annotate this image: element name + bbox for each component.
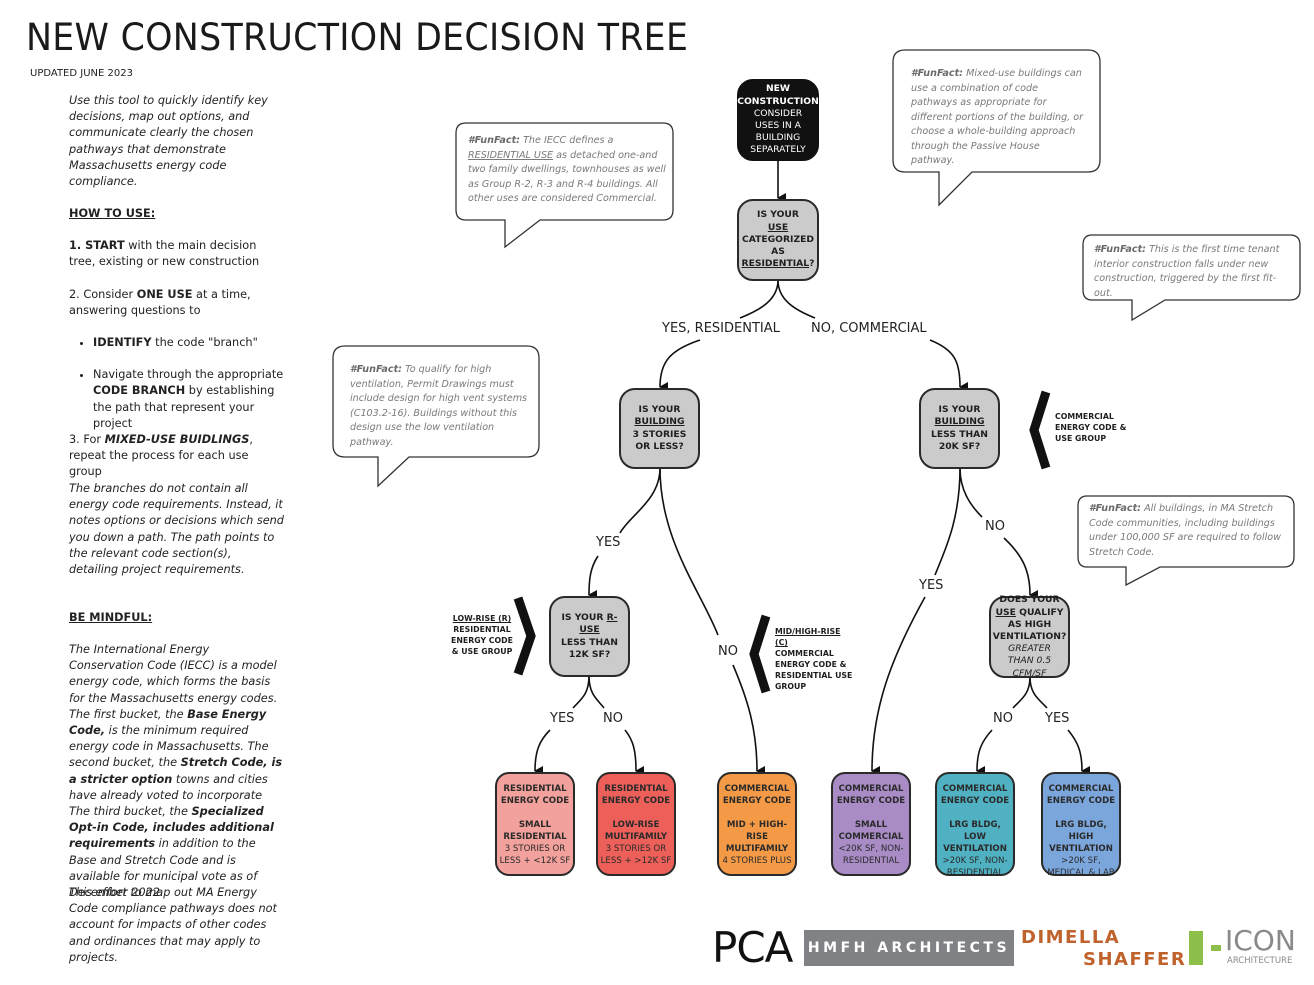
- funfact-mixed-use-text: #FunFact: Mixed-use buildings can use a …: [911, 68, 1084, 166]
- edge-label-yes: YES: [594, 535, 623, 550]
- updated-date: UPDATED JUNE 2023: [30, 68, 133, 79]
- logo-icon-mark: [1189, 931, 1221, 965]
- note-commercial-use-group: COMMERCIAL ENERGY CODE & USE GROUP: [1055, 412, 1127, 443]
- mindful-paragraph-1: The International Energy Conservation Co…: [69, 643, 283, 900]
- branches-note: The branches do not contain all energy c…: [69, 482, 284, 577]
- terminal-large-high-ventilation[interactable]: COMMERCIAL ENERGY CODE LRG BLDG, HIGH VE…: [1041, 772, 1121, 878]
- edge-label-no-commercial: NO, COMMERCIAL: [809, 321, 929, 336]
- edge-ruse-yes: [572, 675, 590, 709]
- logo-pca: PCA: [712, 923, 793, 972]
- edge-res-yes: [619, 467, 661, 534]
- funfact-stretch-bubble: [1077, 495, 1295, 587]
- page-title: NEW CONSTRUCTION DECISION TREE: [26, 16, 689, 59]
- logo-icon-text: ICON: [1225, 924, 1296, 957]
- chevron-midhigh-icon: [749, 614, 771, 694]
- terminal-small-commercial[interactable]: COMMERCIAL ENERGY CODE SMALL COMMERCIAL …: [831, 772, 911, 876]
- note-midhigh: MID/HIGH-RISE (C) COMMERCIAL ENERGY CODE…: [775, 627, 853, 691]
- mindful-paragraph-2: This effort to map out MA Energy Code co…: [69, 886, 277, 964]
- node-building-20k[interactable]: IS YOUR BUILDING LESS THAN 20K SF?: [919, 388, 1000, 469]
- edge-label-yes-residential: YES, RESIDENTIAL: [660, 321, 782, 336]
- edge-com-yes-2: [871, 596, 926, 777]
- node-use-residential[interactable]: IS YOUR USE CATEGORIZED AS RESIDENTIAL?: [737, 199, 819, 281]
- node-high-ventilation[interactable]: DOES YOUR USE QUALIFY AS HIGH VENTILATIO…: [989, 594, 1070, 679]
- edge-res-no: [659, 467, 719, 636]
- edge-vent-yes: [1029, 676, 1048, 709]
- edge-label-no: NO: [716, 644, 740, 659]
- chevron-commercial-icon: [1029, 390, 1051, 470]
- funfact-ventilation-bubble: [332, 345, 540, 488]
- chevron-lowrise-icon: [513, 596, 536, 676]
- terminal-large-low-ventilation[interactable]: COMMERCIAL ENERGY CODE LRG BLDG, LOW VEN…: [935, 772, 1015, 878]
- bullet-identify: IDENTIFY the code "branch": [93, 335, 284, 351]
- node-building-3-stories[interactable]: IS YOUR BUILDING 3 STORIES OR LESS?: [619, 388, 700, 469]
- edge-label-no: NO: [601, 711, 625, 726]
- how-to-heading: HOW TO USE:: [69, 207, 156, 220]
- edge-label-yes: YES: [917, 578, 946, 593]
- edge-ruse-no-2: [624, 729, 645, 776]
- edge-res-yes-2: [588, 555, 599, 601]
- step-1: 1. START with the main decision tree, ex…: [69, 239, 260, 269]
- step-2-bullets: IDENTIFY the code "branch" Navigate thro…: [69, 335, 284, 448]
- funfact-tenant-bubble: [1082, 234, 1301, 322]
- edge-label-no: NO: [991, 711, 1015, 726]
- funfact-stretch-text: #FunFact: All buildings, in MA Stretch C…: [1089, 503, 1281, 558]
- funfact-ventilation-text: #FunFact: To qualify for high ventilatio…: [350, 364, 528, 448]
- logo-hmfh: HMFH ARCHITECTS: [804, 930, 1014, 966]
- edge-com-yes: [934, 467, 961, 576]
- funfact-mixed-use-bubble: [892, 49, 1101, 207]
- edge-com-no-2: [1003, 537, 1039, 600]
- logo-icon-sub: ARCHITECTURE: [1227, 956, 1293, 966]
- edge-use-yes-2: [659, 339, 701, 393]
- edge-use-no: [777, 279, 816, 319]
- edge-ruse-no: [588, 675, 605, 709]
- logo-dimella-shaffer: DIMELLA SHAFFER: [1021, 927, 1187, 970]
- edge-use-yes: [739, 279, 779, 319]
- terminal-mid-high-rise-multifamily[interactable]: COMMERCIAL ENERGY CODE MID + HIGH-RISE M…: [717, 772, 797, 876]
- funfact-residential-text: #FunFact: The IECC defines a RESIDENTIAL…: [468, 135, 666, 204]
- edge-label-no: NO: [983, 519, 1007, 534]
- edge-vent-yes-2: [1067, 729, 1091, 776]
- edge-vent-no-2: [976, 729, 993, 777]
- funfact-tenant-text: #FunFact: This is the first time tenant …: [1094, 244, 1280, 299]
- edge-ruse-yes-2: [534, 729, 551, 777]
- funfact-residential-bubble: [455, 122, 674, 249]
- terminal-lowrise-multifamily[interactable]: RESIDENTIAL ENERGY CODE LOW-RISE MULTIFA…: [596, 772, 676, 876]
- edge-label-yes: YES: [1043, 711, 1072, 726]
- edge-label-yes: YES: [548, 711, 577, 726]
- intro-text: Use this tool to quickly identify key de…: [69, 94, 268, 189]
- node-ruse-12k[interactable]: IS YOUR R-USE LESS THAN 12K SF?: [549, 596, 630, 677]
- step-3: 3. For MIXED-USE BUIDLINGS, repeat the p…: [69, 433, 253, 479]
- terminal-small-residential[interactable]: RESIDENTIAL ENERGY CODE SMALL RESIDENTIA…: [495, 772, 575, 876]
- be-mindful-heading: BE MINDFUL:: [69, 611, 153, 624]
- edge-use-no-2: [929, 339, 969, 392]
- note-lowrise: LOW-RISE (R) RESIDENTIAL ENERGY CODE & U…: [451, 614, 513, 656]
- node-new-construction[interactable]: NEW CONSTRUCTION CONSIDER USES IN A BUIL…: [737, 79, 819, 161]
- edge-com-no: [959, 467, 983, 518]
- edge-vent-no: [1012, 676, 1031, 709]
- bullet-navigate: Navigate through the appropriate CODE BR…: [93, 367, 284, 432]
- step-2: 2. Consider ONE USE at a time, answering…: [69, 288, 251, 318]
- edge-res-no-2: [732, 664, 766, 776]
